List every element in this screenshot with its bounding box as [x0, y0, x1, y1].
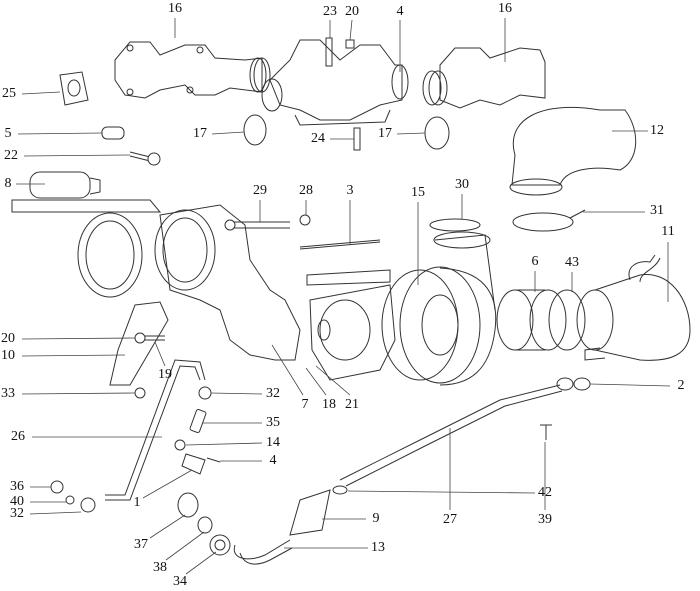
callout-39: 39 — [538, 512, 552, 527]
callout-14: 14 — [266, 435, 280, 450]
callout-3: 3 — [347, 183, 354, 198]
callout-11: 11 — [661, 224, 674, 239]
leader-line — [349, 19, 353, 41]
callout-12: 12 — [650, 123, 664, 138]
callout-6: 6 — [532, 254, 539, 269]
callout-10: 10 — [1, 348, 15, 363]
callout-28: 28 — [299, 183, 313, 198]
callout-38: 38 — [153, 560, 167, 575]
callout-40: 40 — [10, 494, 24, 509]
valve — [29, 171, 91, 199]
leader-line — [271, 344, 304, 396]
leader-line — [396, 132, 426, 135]
leader-line — [21, 337, 136, 340]
leader-line — [589, 383, 671, 387]
callout-35: 35 — [266, 415, 280, 430]
bracket — [109, 301, 169, 386]
callout-22: 22 — [4, 148, 18, 163]
sleeve — [101, 126, 125, 140]
callout-34: 34 — [173, 574, 187, 589]
turbine-manifold — [159, 204, 301, 361]
callout-15: 15 — [411, 185, 425, 200]
callout-30: 30 — [455, 177, 469, 192]
callout-16: 16 — [498, 1, 512, 16]
callout-32: 32 — [266, 386, 280, 401]
callout-9: 9 — [373, 511, 380, 526]
pin — [325, 37, 333, 67]
callout-27: 27 — [443, 512, 457, 527]
leader-line — [211, 131, 245, 135]
leader-line — [185, 551, 217, 575]
leader-line — [315, 365, 351, 396]
leader-line — [21, 91, 61, 95]
callout-20: 20 — [345, 4, 359, 19]
callout-23: 23 — [323, 4, 337, 19]
callout-7: 7 — [302, 397, 309, 412]
callout-18: 18 — [322, 397, 336, 412]
callout-20: 20 — [1, 331, 15, 346]
exhaust-manifold-center — [261, 39, 409, 126]
parts — [11, 37, 691, 565]
leader-line — [210, 392, 263, 395]
callout-37: 37 — [134, 537, 148, 552]
callout-13: 13 — [371, 540, 385, 555]
callout-29: 29 — [253, 183, 267, 198]
callout-43: 43 — [565, 255, 579, 270]
callout-24: 24 — [311, 131, 325, 146]
callout-21: 21 — [345, 397, 359, 412]
leader-line — [21, 392, 136, 395]
leader-line — [142, 469, 193, 499]
leader-line — [154, 341, 166, 367]
callout-17: 17 — [378, 126, 392, 141]
nut — [345, 39, 355, 49]
callout-36: 36 — [10, 479, 24, 494]
leader-line — [29, 511, 82, 515]
gasket — [59, 71, 89, 106]
exhaust-manifold-right — [422, 47, 546, 109]
callout-26: 26 — [11, 429, 25, 444]
leader-line — [23, 154, 131, 157]
leader-line — [21, 354, 126, 357]
callout-32: 32 — [10, 506, 24, 521]
leader-line — [17, 132, 103, 135]
exhaust-manifold-left — [114, 41, 271, 99]
elbow-pipe — [511, 106, 637, 186]
callout-25: 25 — [2, 86, 16, 101]
leader-line — [149, 514, 186, 539]
callout-2: 2 — [678, 378, 685, 393]
callout-4: 4 — [270, 453, 277, 468]
callout-1: 1 — [134, 495, 141, 510]
callout-4: 4 — [397, 4, 404, 19]
callout-31: 31 — [650, 203, 664, 218]
leader-line — [165, 531, 205, 561]
nut — [198, 386, 212, 400]
callout-17: 17 — [193, 126, 207, 141]
callout-5: 5 — [5, 126, 12, 141]
callout-33: 33 — [1, 386, 15, 401]
callout-8: 8 — [5, 176, 12, 191]
callout-19: 19 — [158, 367, 172, 382]
leader-line — [347, 490, 536, 494]
leader-line — [305, 367, 327, 396]
callout-16: 16 — [168, 1, 182, 16]
leader-line — [185, 442, 263, 446]
